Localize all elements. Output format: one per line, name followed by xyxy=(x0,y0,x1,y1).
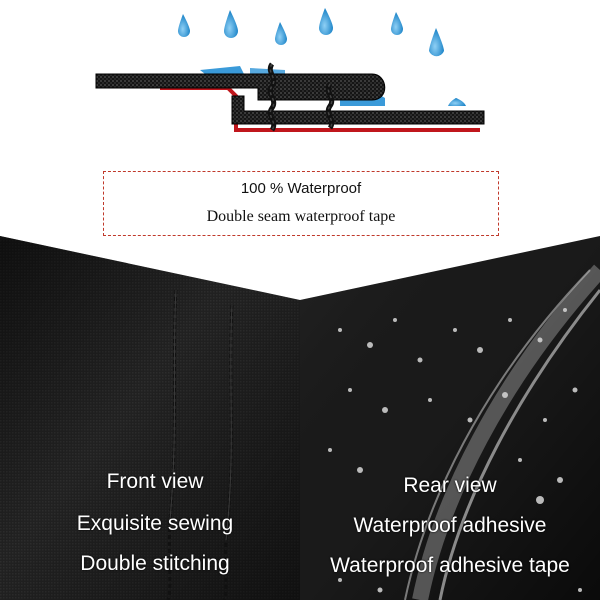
front-feature-stitching: Double stitching xyxy=(80,552,230,575)
caption-subtitle: Double seam waterproof tape xyxy=(206,208,396,225)
rear-feature-adhesive: Waterproof adhesive xyxy=(353,514,547,537)
water-drop-icon xyxy=(319,8,333,35)
water-drop-icon xyxy=(178,14,190,37)
rear-view-photo xyxy=(300,236,600,600)
water-drop-icon xyxy=(275,22,287,45)
rear-feature-adhesive-tape: Waterproof adhesive tape xyxy=(330,554,570,577)
water-drop-icon xyxy=(429,28,444,57)
front-feature-sewing: Exquisite sewing xyxy=(76,512,234,535)
rear-view-title: Rear view xyxy=(403,474,497,497)
waterproof-diagram-area: 100 % Waterproof Double seam waterproof … xyxy=(0,0,600,240)
seam-diagram xyxy=(95,8,485,132)
front-view-title: Front view xyxy=(106,470,204,493)
caption-title: 100 % Waterproof xyxy=(240,180,362,197)
water-drop-icon xyxy=(224,10,238,38)
caption-box: 100 % Waterproof Double seam waterproof … xyxy=(103,171,499,236)
water-drop-icon xyxy=(391,12,403,35)
stitch-thread-icon xyxy=(325,82,335,130)
front-view-photo xyxy=(0,236,300,600)
seam-fabric-icon xyxy=(231,95,485,125)
water-drop-icon xyxy=(448,98,466,106)
water-drops xyxy=(178,8,466,106)
stitch-thread-icon xyxy=(267,62,277,132)
